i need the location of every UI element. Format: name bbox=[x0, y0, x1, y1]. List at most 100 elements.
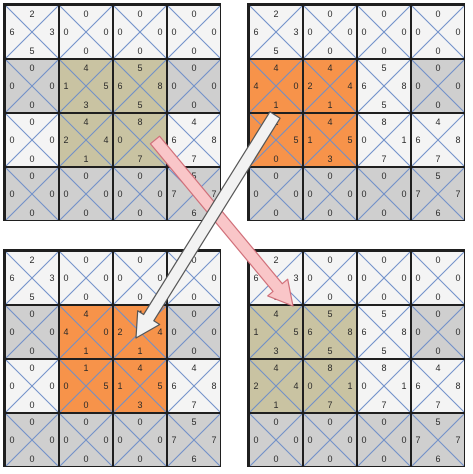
diagonal-line bbox=[412, 114, 464, 166]
cell-diagonals bbox=[412, 306, 464, 358]
cell-diagonals bbox=[6, 60, 58, 112]
cell-diagonals bbox=[250, 60, 302, 112]
cell-value-top: 0 bbox=[435, 63, 441, 73]
cell-value-top: 0 bbox=[29, 117, 35, 127]
cell-value-right: 0 bbox=[49, 381, 55, 391]
cell-value-right: 4 bbox=[347, 81, 353, 91]
cell-value-left: 0 bbox=[307, 189, 313, 199]
cell-value-left: 0 bbox=[415, 327, 421, 337]
cell-value-left: 0 bbox=[171, 27, 177, 37]
cell-value-right: 0 bbox=[455, 273, 461, 283]
cell-value-left: 6 bbox=[415, 381, 421, 391]
diagonal-line bbox=[412, 306, 464, 358]
cell-value-left: 7 bbox=[415, 189, 421, 199]
cell-diagonals bbox=[358, 252, 410, 304]
cell-value-bottom: 6 bbox=[191, 208, 197, 218]
diagonal-line bbox=[60, 60, 112, 112]
cell-value-top: 0 bbox=[137, 255, 143, 265]
cell-value-right: 0 bbox=[347, 27, 353, 37]
diagonal-line bbox=[114, 414, 166, 466]
cell-value-top: 5 bbox=[381, 63, 387, 73]
cell-value-right: 4 bbox=[157, 327, 163, 337]
diagonal-line bbox=[304, 306, 356, 358]
cell-value-right: 0 bbox=[401, 273, 407, 283]
cell-value-top: 0 bbox=[381, 255, 387, 265]
cell-value-bottom: 7 bbox=[191, 400, 197, 410]
cell-value-left: 6 bbox=[361, 327, 367, 337]
cell-diagonals bbox=[168, 6, 220, 58]
cell-value-right: 0 bbox=[455, 327, 461, 337]
cell-value-right: 7 bbox=[211, 435, 217, 445]
cell-value-top: 0 bbox=[327, 171, 333, 181]
diagonal-line bbox=[60, 306, 112, 358]
cell-diagonals bbox=[250, 6, 302, 58]
cell-value-bottom: 0 bbox=[435, 346, 441, 356]
cell-value-top: 0 bbox=[273, 171, 279, 181]
cell-value-top: 2 bbox=[273, 255, 279, 265]
cell-value-right: 1 bbox=[347, 381, 353, 391]
cell-value-bottom: 6 bbox=[191, 454, 197, 464]
cell-value-left: 2 bbox=[253, 381, 259, 391]
cell-value-right: 1 bbox=[401, 135, 407, 145]
cell-value-right: 4 bbox=[103, 135, 109, 145]
cell-diagonals bbox=[6, 360, 58, 412]
cell-value-bottom: 0 bbox=[137, 208, 143, 218]
cell-value-bottom: 0 bbox=[29, 154, 35, 164]
diagonal-line bbox=[114, 6, 166, 58]
cell-value-right: 5 bbox=[103, 381, 109, 391]
cell-diagonals bbox=[250, 414, 302, 466]
cell-value-right: 0 bbox=[49, 435, 55, 445]
diagonal-line bbox=[304, 6, 356, 58]
diagonal-line bbox=[358, 6, 410, 58]
cell-value-bottom: 5 bbox=[29, 46, 35, 56]
cell-value-bottom: 0 bbox=[381, 292, 387, 302]
cell-value-left: 0 bbox=[415, 27, 421, 37]
diagonal-line bbox=[358, 414, 410, 466]
cell-value-bottom: 1 bbox=[327, 100, 333, 110]
diagonal-line bbox=[250, 60, 302, 112]
cell-value-right: 3 bbox=[293, 27, 299, 37]
cell-value-top: 4 bbox=[435, 363, 441, 373]
cell-value-left: 0 bbox=[171, 81, 177, 91]
cell-value-bottom: 0 bbox=[137, 292, 143, 302]
cell-value-left: 0 bbox=[9, 81, 15, 91]
diagonal-line bbox=[60, 414, 112, 466]
cell-value-right: 8 bbox=[455, 381, 461, 391]
cell-value-right: 3 bbox=[293, 273, 299, 283]
diagonal-line bbox=[250, 6, 302, 58]
cell-value-right: 0 bbox=[103, 273, 109, 283]
cell-diagonals bbox=[304, 114, 356, 166]
cell-value-bottom: 1 bbox=[83, 154, 89, 164]
cell-diagonals bbox=[60, 306, 112, 358]
cell-value-top: 1 bbox=[273, 117, 279, 127]
cell-value-bottom: 7 bbox=[435, 154, 441, 164]
diagonal-line bbox=[304, 414, 356, 466]
cell-value-left: 0 bbox=[415, 273, 421, 283]
cell-diagonals bbox=[412, 114, 464, 166]
cell-value-left: 6 bbox=[9, 27, 15, 37]
cell-diagonals bbox=[250, 360, 302, 412]
cell-diagonals bbox=[6, 414, 58, 466]
cell-value-top: 5 bbox=[381, 309, 387, 319]
cell-value-right: 0 bbox=[49, 327, 55, 337]
cell-value-bottom: 0 bbox=[29, 400, 35, 410]
cell-value-left: 6 bbox=[415, 135, 421, 145]
cell-value-right: 8 bbox=[211, 135, 217, 145]
cell-value-bottom: 0 bbox=[381, 208, 387, 218]
cell-diagonals bbox=[358, 114, 410, 166]
cell-value-bottom: 0 bbox=[381, 46, 387, 56]
diagonal-line bbox=[412, 168, 464, 220]
